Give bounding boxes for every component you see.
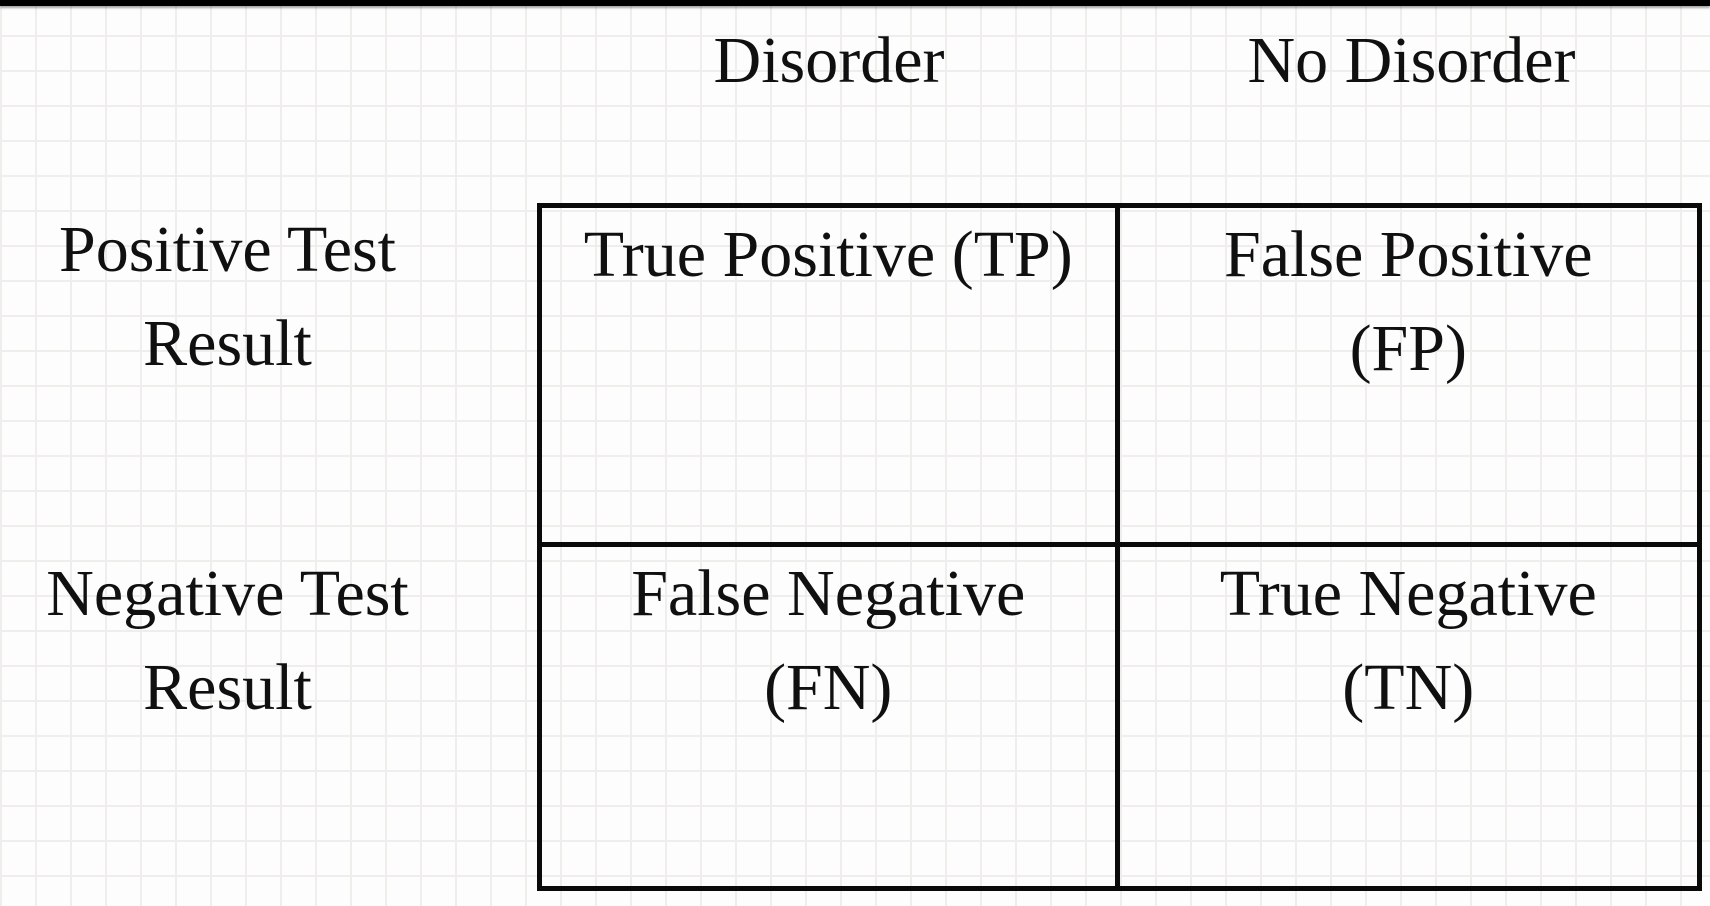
row-header-line-1: Positive Test [58,213,397,286]
cell-true-negative: True Negative (TN) [1120,547,1698,886]
confusion-matrix-table: True Positive (TP) False Positive (FP) F… [537,203,1702,891]
row-header-negative-test: Negative Test Result [0,547,455,735]
row-header-line-1: Negative Test [46,557,409,630]
row-header-line-2: Result [143,651,312,724]
cell-true-positive: True Positive (TP) [542,208,1120,547]
cell-text-line-2: (FN) [764,651,893,724]
cell-text-line-2: (FP) [1349,312,1467,385]
column-header-no-disorder: No Disorder [1247,24,1576,97]
column-header-disorder: Disorder [713,24,945,97]
cell-text-line-2 [542,302,1115,396]
row-header-positive-test: Positive Test Result [0,203,455,391]
cell-text-line-1: True Negative [1219,557,1597,630]
cell-false-positive: False Positive (FP) [1119,208,1697,547]
row-header-line-2: Result [143,307,312,380]
cell-text-line-1: False Positive [1223,218,1593,291]
top-edge-bar [0,0,1710,6]
cell-text-line-1: False Negative [631,557,1026,630]
cell-text-line-2: (TN) [1342,651,1475,724]
cell-text-line-1: True Positive (TP) [583,218,1073,291]
cell-false-negative: False Negative (FN) [542,547,1120,886]
